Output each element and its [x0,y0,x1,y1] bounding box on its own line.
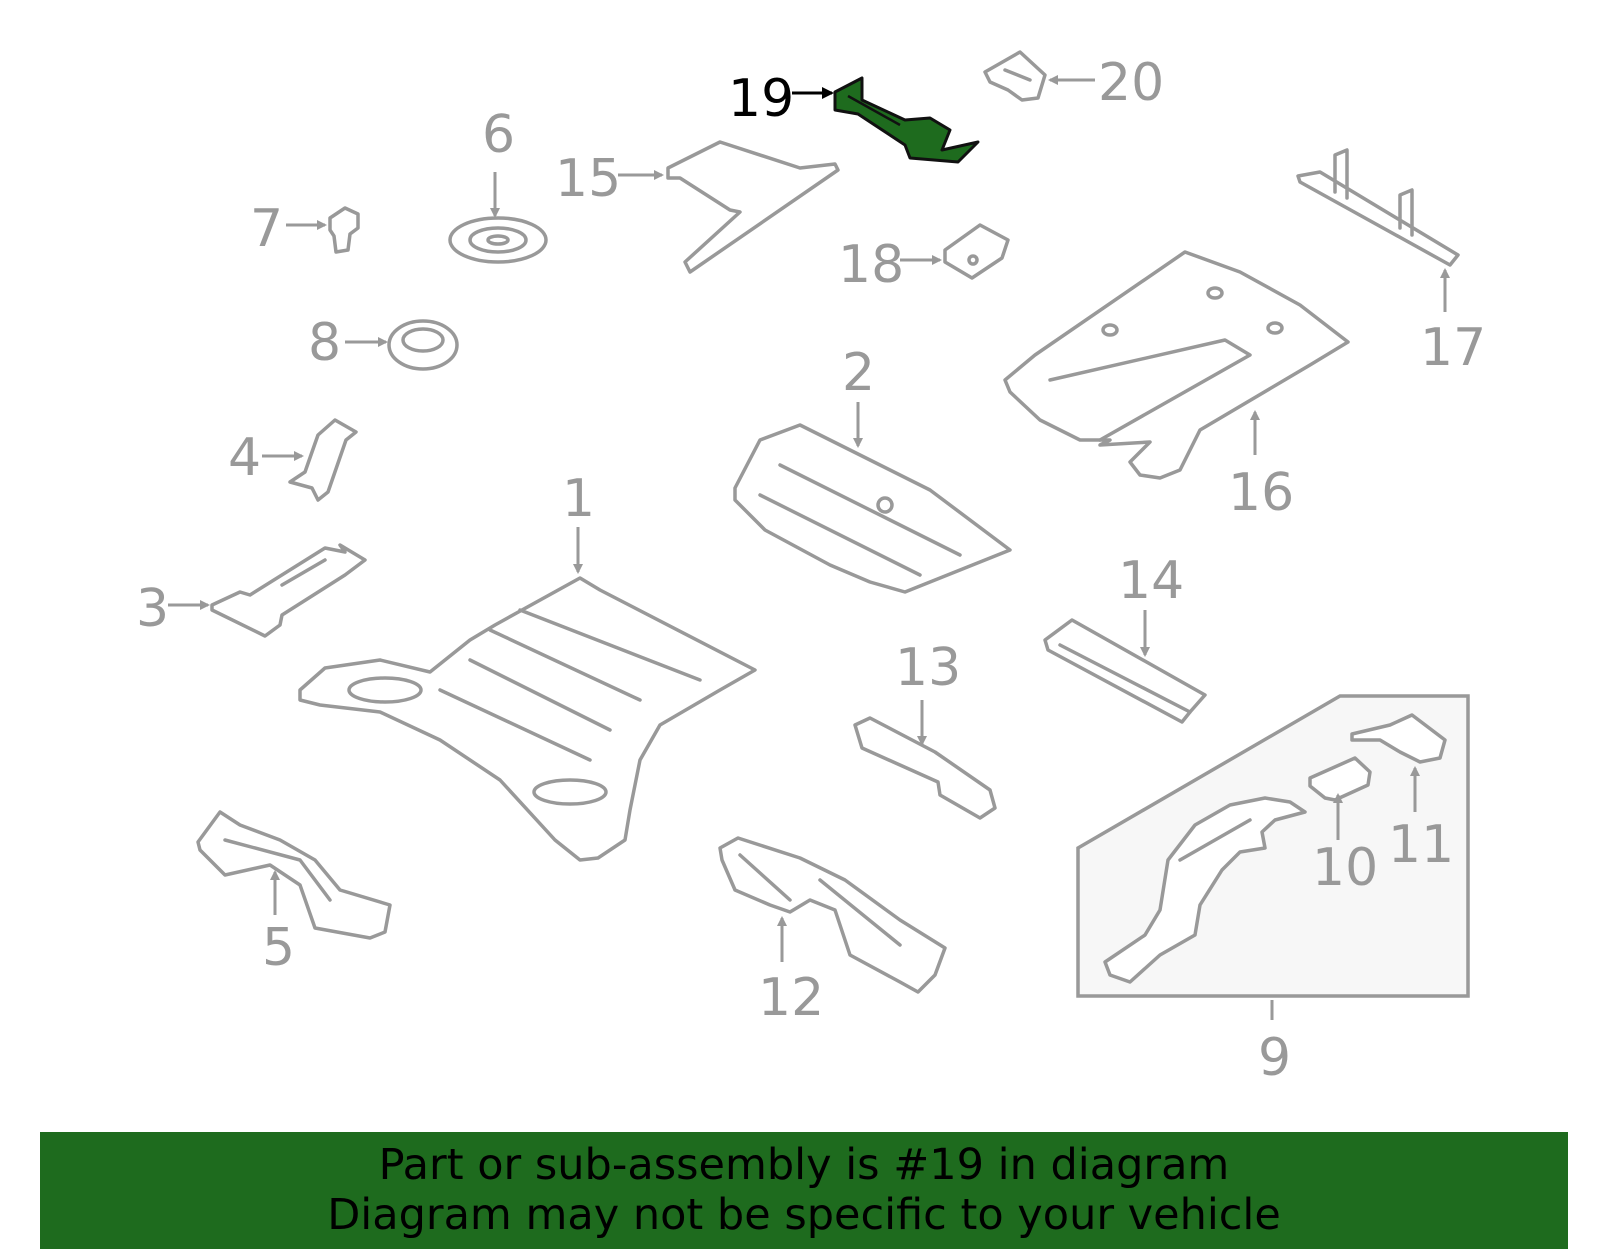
part-5 [196,810,392,940]
part-15 [666,140,840,274]
callout-15: 15 [555,149,621,209]
callout-5: 5 [262,918,295,978]
part-6 [448,216,548,264]
callout-2: 2 [842,343,875,403]
callout-14: 14 [1118,551,1184,611]
part-2 [733,423,1012,594]
callout-3: 3 [136,579,169,639]
callout-17: 17 [1420,318,1486,378]
callout-8: 8 [308,313,341,373]
callout-16: 16 [1228,463,1294,523]
callout-11: 11 [1388,815,1454,875]
parts-diagram: 19 20 15 18 6 7 8 4 [136,50,1486,1088]
callout-20: 20 [1098,53,1164,113]
part-1 [298,576,757,862]
callout-4: 4 [228,428,261,488]
banner-line-2: Diagram may not be specific to your vehi… [327,1190,1281,1240]
part-4 [288,418,358,502]
part-16 [1003,250,1350,480]
part-8 [387,319,459,371]
callout-10: 10 [1312,838,1378,898]
part-13 [853,716,997,820]
callout-1: 1 [562,469,595,529]
part-9-group [1076,694,1470,998]
callout-13: 13 [895,638,961,698]
callout-12: 12 [758,968,824,1028]
callout-7: 7 [250,199,283,259]
part-20 [983,50,1047,102]
callout-19: 19 [728,69,794,129]
part-12 [718,836,947,994]
callout-18: 18 [838,235,904,295]
callout-9: 9 [1258,1028,1291,1088]
part-3 [210,543,367,638]
part-19[interactable] [833,76,980,164]
banner-line-1: Part or sub-assembly is #19 in diagram [378,1140,1230,1190]
part-18 [943,223,1010,280]
info-banner: Part or sub-assembly is #19 in diagram D… [40,1132,1568,1249]
part-14 [1043,618,1207,724]
part-7 [328,206,360,254]
callout-6: 6 [482,105,515,165]
part-17 [1296,148,1460,267]
